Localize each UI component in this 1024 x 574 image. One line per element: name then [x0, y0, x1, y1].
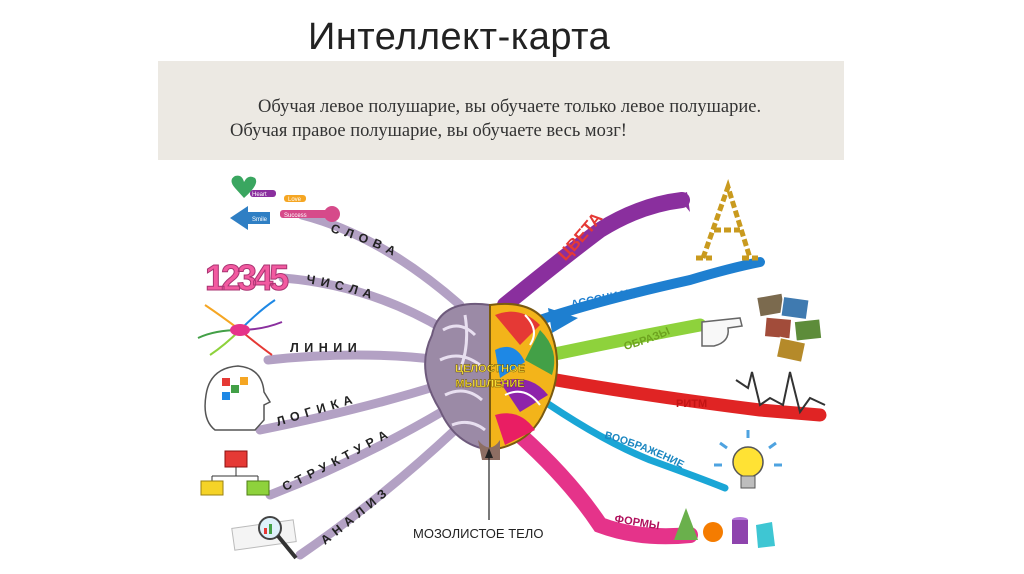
page-title: Интеллект-карта — [308, 16, 611, 58]
shapes-icon — [674, 508, 775, 548]
quote-line-2: Обучая правое полушарие, вы обучаете вес… — [230, 121, 627, 141]
svg-text:Success: Success — [284, 213, 307, 219]
right-branches — [497, 192, 827, 545]
heartbeat-icon — [735, 371, 826, 415]
quote-line-1: Обучая левое полушарие, вы обучаете толь… — [258, 97, 762, 117]
lightbulb-icon — [714, 430, 782, 489]
callout-label: МОЗОЛИСТОЕ ТЕЛО — [413, 526, 543, 541]
svg-text:Smile: Smile — [252, 217, 268, 223]
branch-left-words — [297, 210, 465, 310]
center-label-1: ЦЕЛОСТНОЕ — [455, 363, 525, 375]
branch-right-shapes — [512, 427, 698, 545]
label-associations: АССОЦИАЦИИ — [570, 284, 651, 311]
brain-icon — [424, 302, 559, 460]
photos-icon — [755, 292, 823, 364]
branch-right-colors — [497, 192, 690, 313]
words-icon: Heart Love Smile Success — [230, 175, 340, 230]
label-structure: С Т Р У К Т У Р А — [280, 427, 391, 494]
letter-a-chain-icon — [696, 179, 758, 261]
pencil-tip-icon — [677, 192, 690, 212]
branch-left-structure — [265, 405, 450, 500]
branch-left-lines — [263, 350, 445, 365]
branch-right-imagination — [531, 391, 729, 492]
branch-right-images — [543, 318, 707, 362]
numbers-icon: 12345 — [205, 257, 289, 298]
svg-text:Love: Love — [288, 197, 302, 203]
label-imagination: ВООБРАЖЕНИЕ — [603, 429, 686, 471]
label-words: С Л О В А — [329, 221, 399, 259]
label-analysis: А Н А Л И З — [318, 486, 390, 547]
lines-icon — [197, 299, 283, 356]
logic-head-icon — [204, 365, 272, 431]
quote-box: Обучая левое полушарие, вы обучаете толь… — [158, 61, 844, 160]
label-rhythm: РИТМ — [676, 398, 707, 410]
branch-left-numbers — [278, 273, 450, 335]
branch-right-rhythm — [538, 371, 827, 422]
svg-text:Heart: Heart — [252, 192, 267, 198]
analysis-magnifier-icon — [231, 516, 298, 560]
branch-left-logic — [255, 380, 445, 435]
pointing-hand-icon — [701, 317, 743, 347]
callout-arrow-icon — [485, 448, 493, 458]
arrow-head-icon — [548, 308, 578, 333]
branch-right-associations — [535, 257, 765, 325]
label-lines: Л И Н И И — [290, 341, 358, 355]
left-branches — [255, 210, 465, 560]
center-label-2: МЫШЛЕНИЕ — [455, 378, 524, 390]
structure-icon — [200, 450, 270, 496]
label-numbers: Ч И С Л А — [305, 272, 374, 302]
branch-left-analysis — [295, 425, 460, 560]
